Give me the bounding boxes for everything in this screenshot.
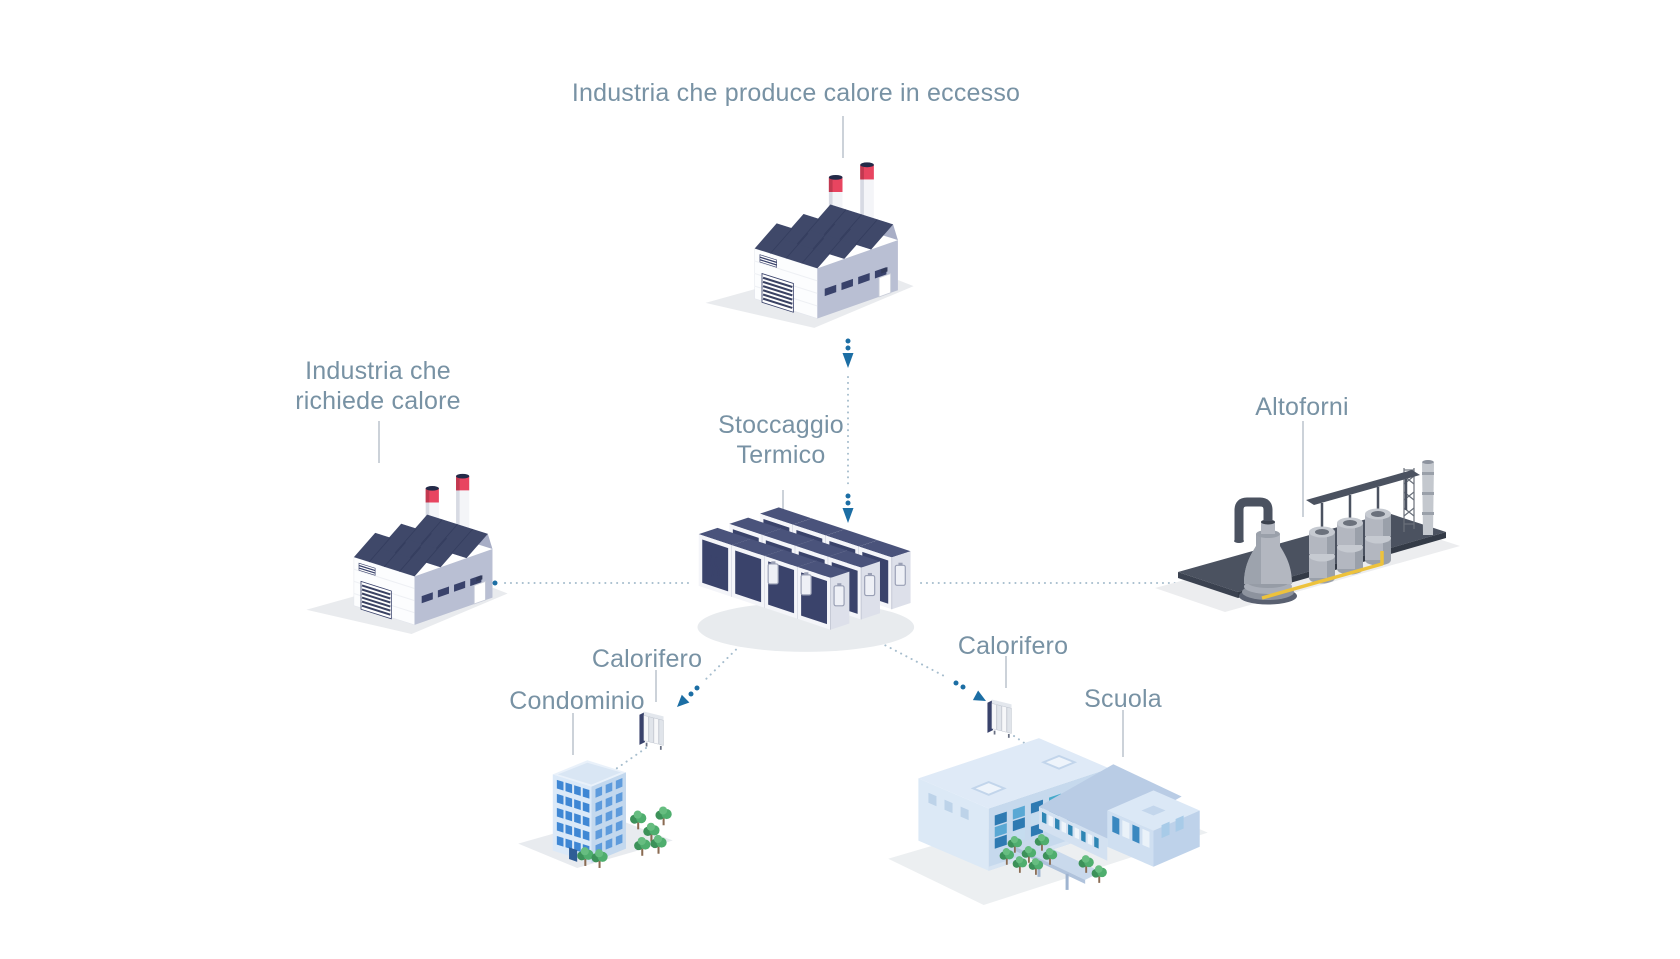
flow-arrow-factory-to-storage-upper: [842, 338, 854, 368]
thermal-storage-illustration: [697, 506, 915, 652]
hot-stoves: [1309, 508, 1391, 584]
label-apartment: Condominio: [509, 687, 645, 715]
factory-illustration-top: [697, 146, 919, 330]
connector-blast-furnace: [1302, 421, 1304, 517]
top-beam: [1306, 470, 1420, 505]
radiator-icon-right: [986, 698, 1013, 739]
label-radiator-left: Calorifero: [591, 645, 703, 673]
apartment-illustration: [518, 760, 673, 869]
connector-top-factory: [842, 116, 844, 158]
label-storage: Stoccaggio Termico: [718, 410, 844, 470]
connector-left-factory: [378, 421, 380, 463]
connector-radiator-left: [655, 670, 657, 702]
school-right-block: [1107, 790, 1200, 867]
label-blast-furnace: Altoforni: [1255, 393, 1349, 421]
label-radiator-right: Calorifero: [957, 632, 1069, 660]
label-left-factory-line2: richiede calore: [295, 387, 461, 415]
connector-school: [1122, 710, 1124, 757]
heat-waves-icon: [705, 554, 725, 581]
apartment-door: [569, 847, 578, 862]
label-storage-line2: Termico: [736, 441, 826, 469]
tall-chimney: [1422, 460, 1434, 535]
label-storage-line1: Stoccaggio: [718, 411, 844, 439]
school-illustration: [888, 738, 1208, 905]
yellow-pipe: [1261, 551, 1384, 600]
radiator-icon-left: [638, 710, 665, 751]
factory-illustration-left: [298, 458, 513, 636]
connector-radiator-right: [1005, 656, 1007, 688]
label-left-factory: Industria che richiede calore: [295, 356, 461, 416]
school-wing: [1038, 764, 1182, 861]
blast-furnace-illustration: [1155, 460, 1460, 612]
label-top-factory: Industria che produce calore in eccesso: [571, 79, 1021, 107]
connector-apartment: [572, 713, 574, 755]
label-school: Scuola: [1084, 685, 1162, 713]
label-left-factory-line1: Industria che: [305, 357, 451, 385]
battery-icons: [767, 561, 906, 607]
